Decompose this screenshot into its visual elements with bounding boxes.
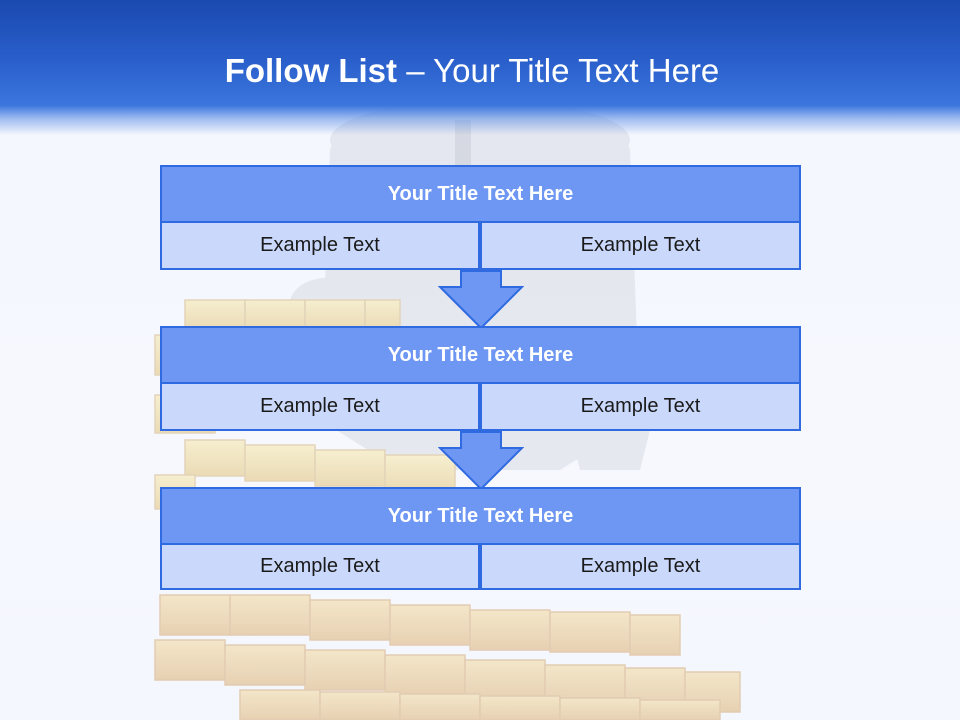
step-cell-left: Example Text [160, 221, 480, 270]
step-title: Your Title Text Here [160, 165, 801, 223]
slide-title-bold: Follow List [224, 52, 398, 89]
step-cell-right: Example Text [480, 543, 801, 590]
step-cell-left: Example Text [160, 382, 480, 431]
down-arrow-icon [438, 270, 524, 330]
down-arrow-icon [438, 431, 524, 491]
step-title: Your Title Text Here [160, 487, 801, 545]
brick-rows-base [154, 594, 741, 720]
slide-title-rest: – Your Title Text Here [397, 52, 720, 89]
step-cell-right: Example Text [480, 221, 801, 270]
step-cell-right: Example Text [480, 382, 801, 431]
step-panel-3: Your Title Text Here Example Text Exampl… [160, 487, 801, 592]
step-cell-left: Example Text [160, 543, 480, 590]
header-band [0, 0, 960, 135]
step-panel-2: Your Title Text Here Example Text Exampl… [160, 326, 801, 431]
slide-title: Follow List – Your Title Text Here [0, 52, 944, 90]
step-panel-1: Your Title Text Here Example Text Exampl… [160, 165, 801, 270]
step-title: Your Title Text Here [160, 326, 801, 384]
